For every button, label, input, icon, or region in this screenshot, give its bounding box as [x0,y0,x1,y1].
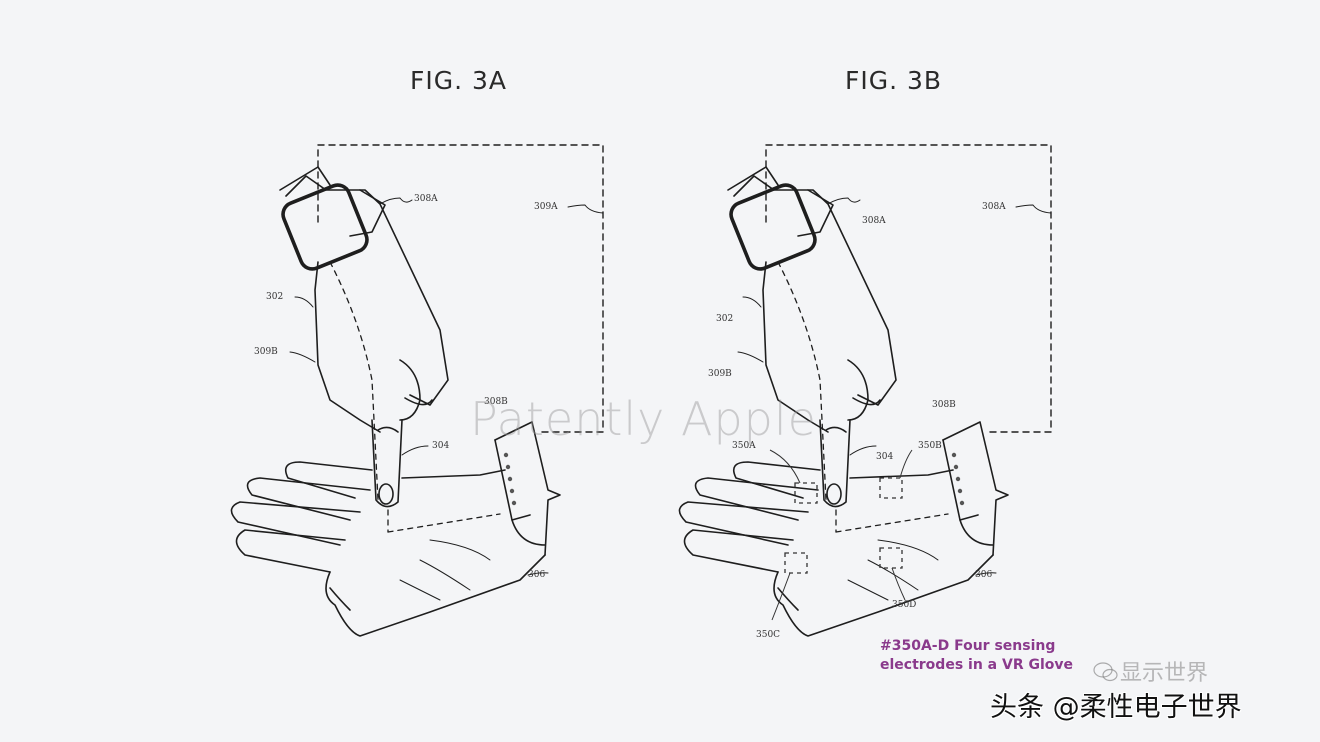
toutiao-source-mark: 头条 @柔性电子世界 [990,692,1242,723]
label-region-a-b: 308A [982,202,1006,212]
label-308b: 308B [484,397,508,407]
wechat-source-mark: 显示世界 [1120,661,1209,686]
label-304-b: 304 [876,452,894,462]
label-308a: 308A [414,194,438,204]
figure-3b-title: FIG. 3B [845,66,943,95]
caption-line-2: electrodes in a VR Glove [880,657,1074,673]
electrode-caption: #350A-D Four sensing electrodes in a VR … [880,637,1073,675]
electrode-350d [879,547,903,569]
wechat-icon [1093,662,1118,682]
label-309b: 309B [254,347,278,357]
label-302: 302 [266,292,284,302]
label-308a-b: 308A [862,216,886,226]
caption-line-1: #350A-D Four sensing [880,638,1056,654]
electrode-350a [794,482,818,504]
figure-3a-title: FIG. 3A [410,66,508,95]
label-306-b: 306 [975,570,993,580]
electrode-leaders [769,449,913,621]
label-350b: 350B [918,441,942,451]
label-309b-b: 309B [708,369,732,379]
electrode-350c [784,552,808,574]
electrodes [784,477,903,574]
label-306: 306 [528,570,546,580]
label-308b-b: 308B [932,400,956,410]
figure-3a-drawing [229,143,605,638]
label-302-b: 302 [716,314,734,324]
label-309a: 309A [534,202,558,212]
label-350d: 350D [892,600,917,610]
label-350a: 350A [732,441,756,451]
electrode-350b [879,477,903,499]
label-304: 304 [432,441,450,451]
label-350c: 350C [756,630,781,640]
watermark-text: Patently Apple [470,392,817,446]
